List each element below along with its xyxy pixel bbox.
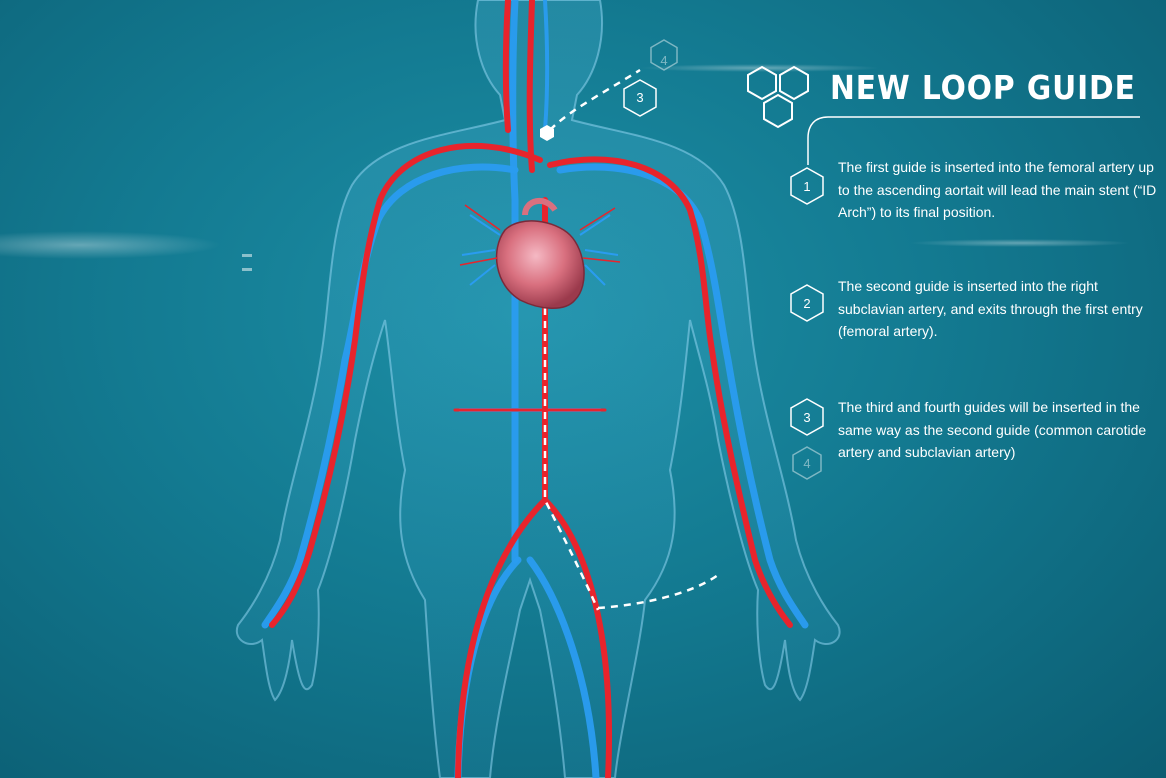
step-1-number: 1: [803, 179, 811, 194]
hexagon-step-icon: [790, 284, 824, 322]
artery-network: [269, 0, 793, 778]
hexagon-step-icon: [792, 446, 822, 480]
light-flare: [910, 239, 1130, 247]
guide-wire: [543, 68, 719, 611]
step-2-number: 2: [803, 296, 811, 311]
hexagon-marker-icon: [650, 39, 678, 71]
neck-marker-back-label: 4: [660, 53, 668, 68]
light-flare-dash: [242, 268, 252, 271]
neck-marker-front-label: 3: [636, 90, 644, 105]
step-3-number: 3: [803, 410, 811, 425]
guide-title: NEW LOOP GUIDE: [830, 68, 1136, 107]
hexagon-step-icon: [790, 167, 824, 205]
step-3-text: The third and fourth guides will be inse…: [838, 399, 1147, 460]
light-flare-dash: [242, 254, 252, 257]
step-1-text: The first guide is inserted into the fem…: [838, 159, 1157, 220]
body-silhouette: [235, 0, 841, 778]
step-2-text: The second guide is inserted into the ri…: [838, 278, 1143, 339]
guide-wire-anchor: [540, 125, 554, 141]
heart-illustration: [459, 198, 621, 309]
hexagon-cluster-icon: [747, 65, 809, 129]
guide-connector-line: [807, 116, 1140, 165]
hexagon-marker-icon: [623, 79, 657, 117]
step-4-number: 4: [803, 456, 811, 471]
hexagon-step-icon: [790, 398, 824, 436]
light-flare: [0, 231, 220, 259]
